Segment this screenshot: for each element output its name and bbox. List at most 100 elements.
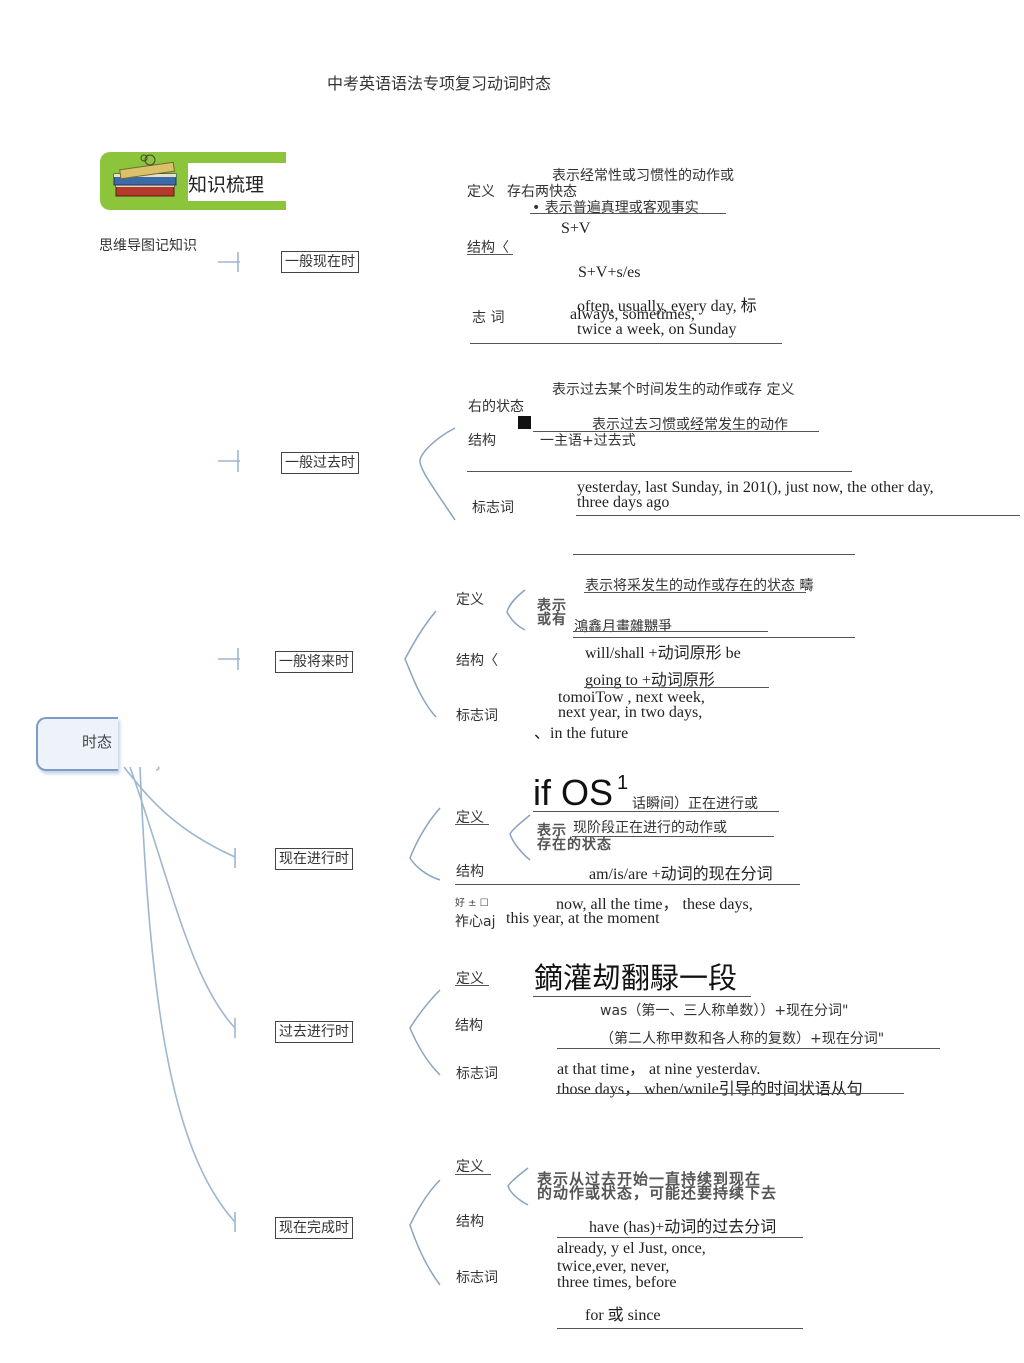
def-handwritten: 的动作或状态，可能还要持续下去 [537, 1184, 778, 1202]
bracket-connector [419, 427, 456, 521]
structure-label: 结构 [455, 1018, 483, 1034]
branch-connector [155, 766, 160, 771]
underline [530, 213, 726, 214]
signal-word: tomoiTow , next week, [558, 689, 705, 706]
def-label: 定义 [467, 184, 495, 200]
bracket-connector [506, 589, 526, 631]
signal-word: always, sometimes, [570, 306, 695, 323]
underline [584, 687, 769, 688]
def-handwritten: 表示 [537, 598, 567, 614]
def-line: 表示将采发生的动作或存在的状态 疇 [585, 578, 814, 594]
branch-connector [129, 766, 236, 1029]
banner-title: 知识梳理 [188, 174, 265, 196]
underline [557, 1237, 803, 1238]
structure-formula: （第二人称甲数和各人称的复数）+现在分词" [600, 1031, 885, 1047]
def-line: 鴻鑫月畫雜嬲爭 [574, 619, 672, 635]
signal-word: at that time， at nine yesterdav. [557, 1061, 761, 1078]
tense-box-past-continuous: 过去进行时 [275, 1021, 353, 1043]
structure-label: 结构 [468, 433, 496, 449]
center-node [36, 717, 118, 771]
section-subtitle: 思维导图记知识 [99, 238, 197, 254]
signal-word: 、in the future [534, 725, 629, 742]
page-title: 中考英语语法专项复习动词时态 [327, 74, 552, 93]
structure-label: 结构 [456, 1214, 484, 1230]
bracket-connector [509, 814, 531, 861]
signal-label: 好 ± ☐ [455, 898, 489, 909]
tense-box-simple-future: 一般将来时 [275, 651, 353, 673]
underline [455, 824, 489, 825]
def-superscript: 1 [617, 772, 629, 794]
underline [455, 884, 800, 885]
signal-label: 标志词 [456, 1066, 498, 1082]
signal-word: this year, at the moment [506, 910, 660, 927]
bracket-connector [404, 610, 437, 718]
structure-formula: have (has)+动词的过去分词 [589, 1219, 777, 1236]
stub-connector [218, 648, 240, 670]
bracket-connector [409, 1179, 441, 1286]
tense-box-present-continuous: 现在进行时 [275, 848, 353, 870]
structure-label: 结构 [456, 864, 484, 880]
def-handwritten: 表示 [537, 823, 567, 839]
structure-formula: S+V+s/es [578, 264, 641, 281]
underline [455, 985, 489, 986]
stub-connector [218, 252, 240, 272]
signal-word: three times, before [557, 1274, 677, 1291]
signal-word: three days ago [577, 494, 670, 511]
def-handwritten: 或有 [537, 612, 567, 628]
def-line: 表示过去习惯或经常发生的动作 [592, 417, 788, 433]
structure-label: 结构〈 [456, 653, 498, 669]
underline [557, 1048, 940, 1049]
signal-label: 标志词 [456, 708, 498, 724]
signal-word: yesterday, last Sunday, in 201(), just n… [577, 479, 934, 496]
underline [584, 592, 806, 593]
underline [533, 996, 751, 997]
signal-label: 标志词 [456, 1270, 498, 1286]
bracket-connector [409, 989, 441, 1076]
underline [533, 431, 819, 432]
def-label: 定义 [456, 971, 484, 987]
underline [576, 515, 1020, 516]
underline [556, 1093, 904, 1094]
stub-connector [218, 450, 240, 472]
def-line: 右的状态 [468, 399, 524, 415]
structure-formula: am/is/are +动词的现在分词 [589, 866, 773, 883]
def-large-text: 鏑灌刼翻騄一段 [534, 961, 738, 995]
def-handwritten: 存在的状态 [537, 837, 612, 853]
def-label: 定义 [456, 1159, 484, 1175]
def-label: 定义 [456, 592, 484, 608]
structure-formula: was（第一、三人称单数））+现在分词" [600, 1003, 849, 1019]
branch-connector [139, 766, 236, 1223]
signal-label: 标志词 [472, 500, 514, 516]
structure-formula: S+V [561, 220, 591, 237]
def-handwritten: 表示从过去开始一直持续到现在 [537, 1170, 762, 1188]
banner-label-panel [188, 163, 286, 201]
signal-label: 祚心aj [455, 914, 496, 930]
signal-word: those days， when/wnile引导的时间状语从句 [557, 1081, 863, 1098]
underline [533, 811, 779, 812]
def-line: • 表示普遍真理或客观事实 [532, 200, 699, 216]
def-line: 表示经常性或习惯性的动作或 [552, 168, 734, 184]
def-line: 现阶段正在进行的动作或 [573, 820, 727, 836]
tense-box-simple-present: 一般现在时 [281, 251, 359, 273]
underline [455, 1174, 491, 1175]
square-bullet-icon [518, 416, 531, 429]
signal-word: twice,ever, never, [557, 1258, 670, 1275]
tense-box-present-perfect: 现在完成时 [275, 1217, 353, 1239]
tense-box-simple-past: 一般过去时 [281, 452, 359, 474]
signal-word: already, y el Just, once, [557, 1240, 706, 1257]
books-icon [113, 154, 177, 197]
underline [467, 471, 852, 472]
structure-label: 结构〈 [467, 240, 509, 256]
underline [557, 1328, 803, 1329]
structure-formula: going to +动词原形 [585, 672, 715, 689]
underline [573, 631, 768, 632]
bracket-connector [507, 1167, 529, 1206]
underline [573, 637, 855, 638]
signal-word: twice a week, on Sunday [577, 321, 737, 338]
signal-word: next year, in two days, [558, 704, 703, 721]
underline [573, 554, 855, 555]
center-node-label: 时态 [82, 733, 113, 751]
signal-word: now, all the time， these days, [556, 896, 753, 913]
def-line: 话瞬间）正在进行或 [632, 796, 758, 812]
